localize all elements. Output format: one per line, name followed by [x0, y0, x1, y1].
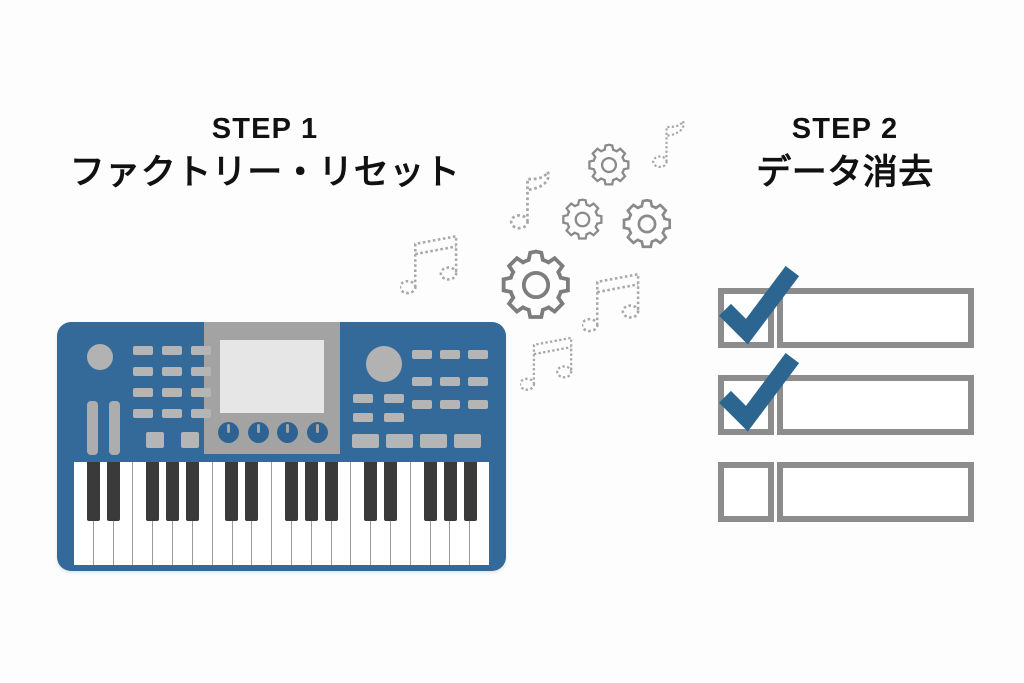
- wide-button[interactable]: [352, 434, 379, 448]
- black-key[interactable]: [107, 462, 120, 521]
- synthesizer-keyboard: [57, 322, 506, 571]
- pad-button[interactable]: [353, 413, 373, 422]
- checklist-label-2: [777, 375, 974, 435]
- checkbox-3[interactable]: [718, 462, 774, 522]
- keybed[interactable]: [74, 462, 490, 565]
- wide-button[interactable]: [454, 434, 481, 448]
- square-button[interactable]: [146, 432, 164, 448]
- pad-button[interactable]: [162, 367, 182, 376]
- pad-button[interactable]: [162, 388, 182, 397]
- fader-1[interactable]: [87, 401, 98, 455]
- black-key[interactable]: [186, 462, 199, 521]
- step-2-title: データ消去: [756, 153, 934, 193]
- pad-button[interactable]: [468, 350, 488, 359]
- music-note-icon: [520, 336, 573, 391]
- pad-button[interactable]: [384, 413, 404, 422]
- pad-button[interactable]: [468, 400, 488, 409]
- lcd-display: [220, 340, 324, 413]
- pad-button[interactable]: [191, 409, 211, 418]
- gear-icon: [588, 143, 630, 186]
- pad-button[interactable]: [384, 394, 404, 403]
- knob-2[interactable]: [247, 422, 269, 443]
- pad-button[interactable]: [162, 346, 182, 355]
- music-note-icon: [582, 272, 640, 333]
- knob-3[interactable]: [277, 422, 299, 443]
- fader-2[interactable]: [109, 401, 120, 455]
- black-key[interactable]: [146, 462, 159, 521]
- pad-button[interactable]: [440, 377, 460, 386]
- pad-button[interactable]: [412, 350, 432, 359]
- music-note-icon: [509, 170, 550, 230]
- step-1-eyebrow: STEP 1: [211, 113, 319, 145]
- square-button[interactable]: [181, 432, 199, 448]
- pad-button[interactable]: [191, 346, 211, 355]
- black-keys[interactable]: [74, 462, 489, 521]
- gear-icon: [562, 198, 603, 240]
- checkbox-1[interactable]: [718, 288, 774, 348]
- step-2-heading: STEP 2 データ消去: [700, 112, 990, 194]
- checklist-row[interactable]: [718, 353, 974, 435]
- black-key[interactable]: [166, 462, 179, 521]
- checkbox-2[interactable]: [718, 375, 774, 435]
- pad-button[interactable]: [133, 409, 153, 418]
- pad-button[interactable]: [468, 377, 488, 386]
- black-key[interactable]: [225, 462, 238, 521]
- gear-icon: [622, 198, 672, 249]
- black-key[interactable]: [364, 462, 377, 521]
- checklist-row[interactable]: [718, 266, 974, 348]
- pad-button[interactable]: [162, 409, 182, 418]
- black-key[interactable]: [384, 462, 397, 521]
- wide-button[interactable]: [420, 434, 447, 448]
- data-erase-checklist: [718, 266, 974, 522]
- pad-button[interactable]: [133, 367, 153, 376]
- knob-4[interactable]: [306, 422, 328, 443]
- black-key[interactable]: [424, 462, 437, 521]
- pad-button[interactable]: [191, 367, 211, 376]
- gear-icon: [501, 249, 570, 319]
- step-2-eyebrow: STEP 2: [791, 113, 899, 145]
- center-panel: [204, 322, 340, 454]
- pad-button[interactable]: [353, 394, 373, 403]
- right-rotary-knob[interactable]: [366, 346, 402, 382]
- black-key[interactable]: [305, 462, 318, 521]
- pad-button[interactable]: [412, 377, 432, 386]
- pad-button[interactable]: [440, 400, 460, 409]
- black-key[interactable]: [87, 462, 100, 521]
- black-key[interactable]: [325, 462, 338, 521]
- black-key[interactable]: [464, 462, 477, 521]
- music-note-icon: [652, 119, 685, 168]
- step-1-heading: STEP 1 ファクトリー・リセット: [40, 112, 490, 194]
- knob-1[interactable]: [218, 422, 239, 443]
- pad-button[interactable]: [412, 400, 432, 409]
- left-rotary-knob[interactable]: [87, 344, 113, 370]
- checklist-row[interactable]: [718, 462, 974, 522]
- checklist-label-1: [777, 288, 974, 348]
- pad-button[interactable]: [191, 388, 211, 397]
- music-note-icon: [400, 234, 458, 295]
- black-key[interactable]: [285, 462, 298, 521]
- checklist-label-3: [777, 462, 974, 522]
- wide-button[interactable]: [386, 434, 413, 448]
- pad-button[interactable]: [133, 346, 153, 355]
- pad-button[interactable]: [440, 350, 460, 359]
- pad-button[interactable]: [133, 388, 153, 397]
- black-key[interactable]: [245, 462, 258, 521]
- step-1-title: ファクトリー・リセット: [69, 153, 461, 193]
- knob-row: [218, 422, 328, 446]
- black-key[interactable]: [444, 462, 457, 521]
